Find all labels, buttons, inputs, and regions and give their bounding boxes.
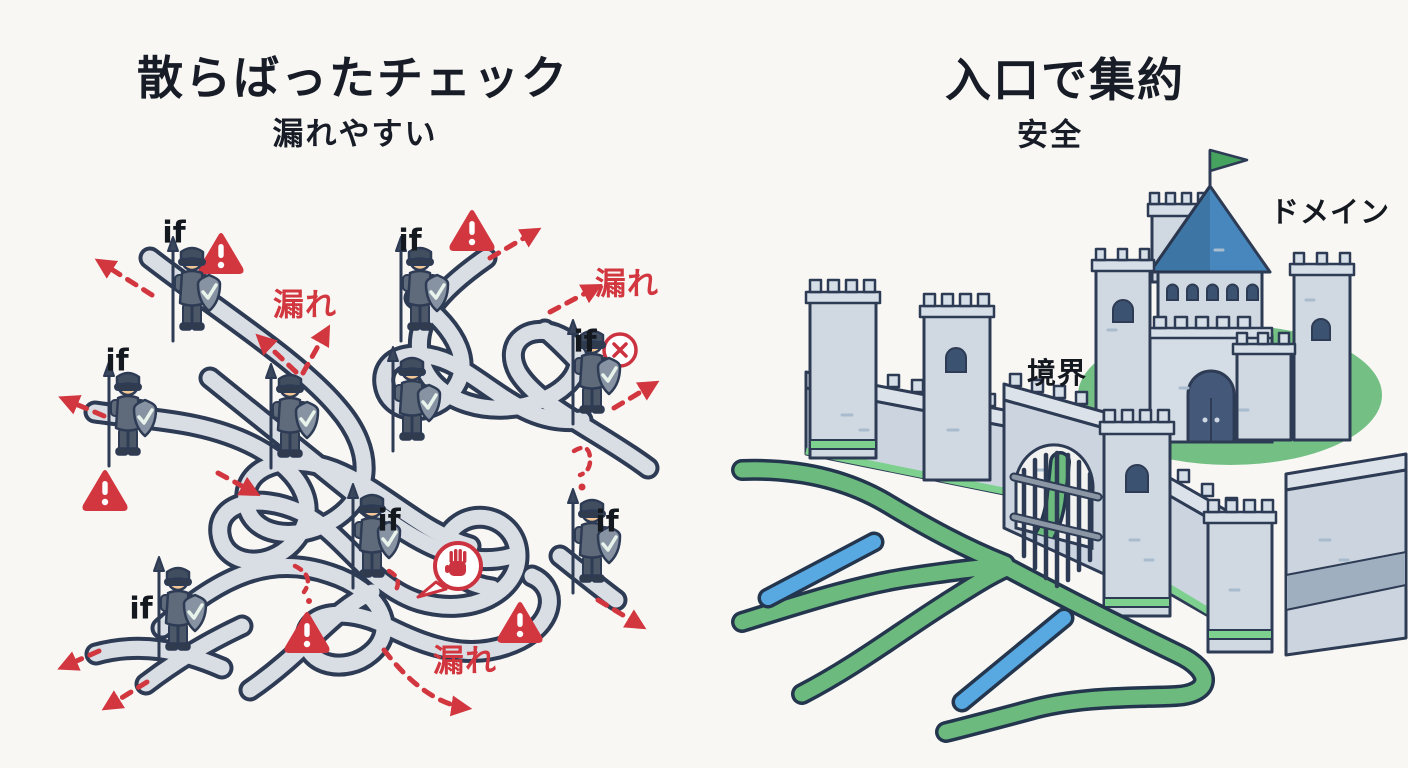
stone-marks <box>840 248 1350 592</box>
leak-arrow <box>215 470 261 496</box>
leak-arrow <box>57 648 102 671</box>
leak-arrow <box>595 597 647 630</box>
moat-water <box>757 531 1075 713</box>
leak-arrow <box>101 679 150 711</box>
leak-arrow <box>611 380 660 411</box>
leak-arrow <box>547 284 603 315</box>
wall-tower-1 <box>804 278 882 460</box>
gate-portcullis <box>1009 450 1103 589</box>
keep-right-tower <box>1288 251 1356 442</box>
leak-arrow <box>58 395 107 419</box>
flag-icon <box>1208 148 1249 173</box>
red-squiggles <box>292 445 593 604</box>
maze-illustration <box>57 210 660 717</box>
keep-front-right-tower <box>1231 331 1297 442</box>
warning-triangle-icon <box>198 233 244 274</box>
leak-arrow <box>381 647 473 717</box>
wall-right-far <box>1284 452 1408 657</box>
warning-triangle-icon <box>449 210 495 251</box>
guard-icon <box>102 360 158 468</box>
corner-tower <box>1202 498 1278 654</box>
wall-tower-2 <box>918 292 996 482</box>
roof-shade <box>1150 186 1210 272</box>
green-paths <box>731 458 1215 743</box>
castle-illustration <box>731 148 1408 743</box>
leak-arrow <box>255 333 299 375</box>
warning-triangle-icon <box>82 470 128 511</box>
gate-tower <box>1098 408 1176 618</box>
keep-left-tower <box>1090 247 1156 435</box>
leak-arrow <box>487 227 542 261</box>
leak-arrows <box>57 227 660 717</box>
castle-keep <box>1090 148 1356 444</box>
leak-arrow <box>300 324 331 376</box>
castle-roof <box>1148 184 1272 274</box>
leak-arrow <box>94 258 155 298</box>
stop-hand-bubble-icon <box>416 541 483 599</box>
keep-roof-tower <box>1148 148 1272 332</box>
